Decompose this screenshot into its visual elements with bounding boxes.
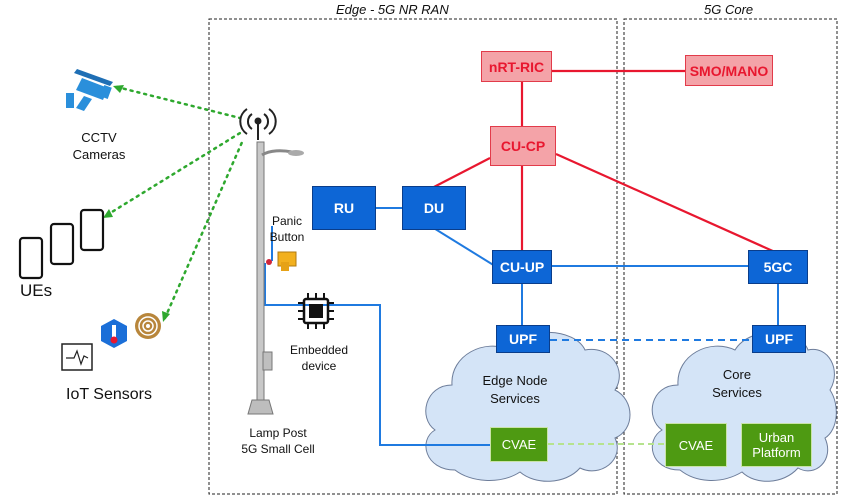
smo-mano-node[interactable]: SMO/MANO <box>685 55 773 86</box>
embedded-device-label: Embedded device <box>289 343 349 373</box>
urban-platform-node[interactable]: Urban Platform <box>741 423 812 467</box>
lamp-post-label: Lamp Post 5G Small Cell <box>241 426 315 456</box>
cvae-edge-node[interactable]: CVAE <box>490 427 548 462</box>
cvae-core-node[interactable]: CVAE <box>665 423 727 467</box>
iot-sensor-icon <box>61 313 161 371</box>
antenna-icon <box>239 108 277 140</box>
cctv-arrowhead <box>113 85 124 93</box>
cu-cp-node[interactable]: CU-CP <box>490 126 556 166</box>
control-plane-links <box>431 69 776 254</box>
edge-ran-region <box>208 18 618 495</box>
cu-up-node[interactable]: CU-UP <box>492 250 552 284</box>
chip-icon <box>298 293 334 329</box>
ue-arrowhead <box>103 209 113 218</box>
user-plane-links <box>264 207 779 446</box>
iot-label: IoT Sensors <box>66 386 152 403</box>
wireless-links <box>105 85 245 320</box>
ues-label: UEs <box>20 281 53 300</box>
smartphone-icon <box>18 208 105 280</box>
iot-arrowhead <box>162 311 170 322</box>
core-cloud-label: Core Services <box>712 367 762 400</box>
edge-cloud-label: Edge Node Services <box>482 373 548 406</box>
panic-button-icon <box>266 251 297 271</box>
lamp-post-icon <box>247 141 304 415</box>
core-region <box>623 18 838 495</box>
edge-ran-title: Edge - 5G NR RAN <box>336 2 449 17</box>
ru-node[interactable]: RU <box>312 186 376 230</box>
nrt-ric-node[interactable]: nRT-RIC <box>481 51 552 82</box>
fivegc-node[interactable]: 5GC <box>748 250 808 284</box>
upf-core-node[interactable]: UPF <box>752 325 806 353</box>
cctv-camera-icon <box>66 69 113 111</box>
core-title: 5G Core <box>704 2 754 17</box>
cctv-label: CCTV Cameras <box>72 130 126 162</box>
upf-edge-node[interactable]: UPF <box>496 325 550 353</box>
panic-button-label: Panic Button <box>269 214 305 244</box>
du-node[interactable]: DU <box>402 186 466 230</box>
